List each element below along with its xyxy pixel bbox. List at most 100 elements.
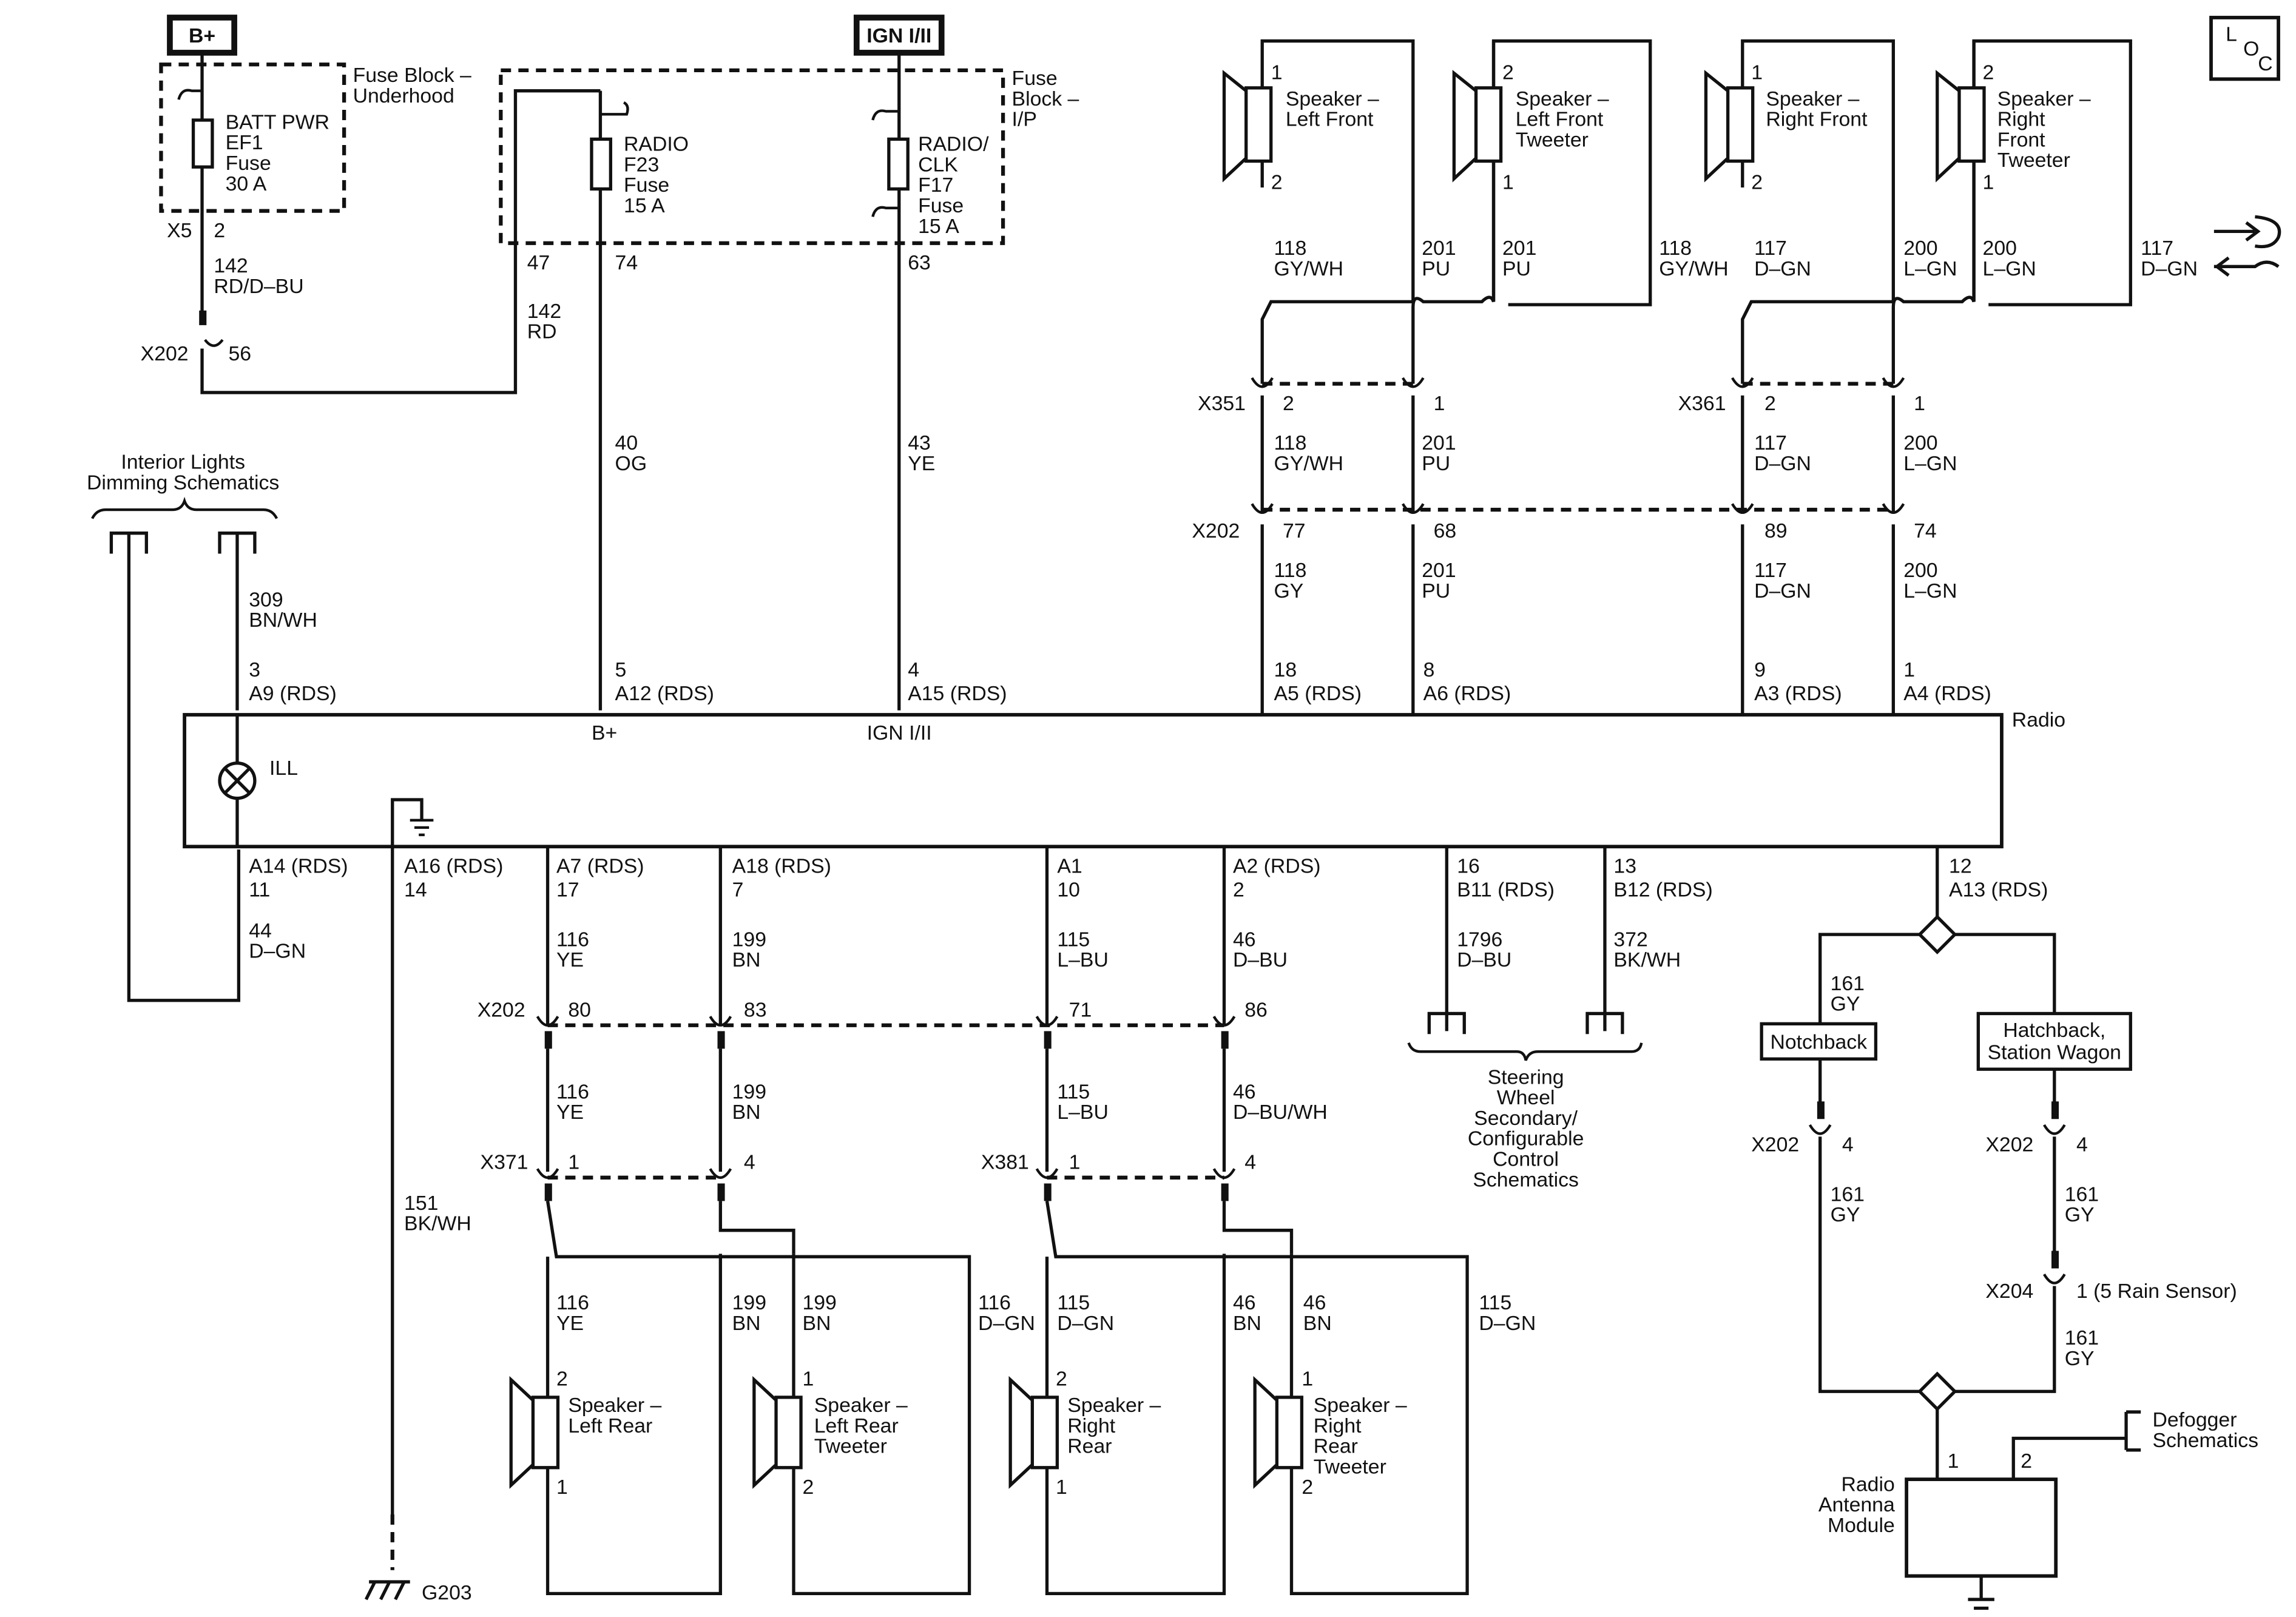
steering-label-4: Configurable: [1468, 1127, 1584, 1150]
pin-47: 47: [527, 251, 550, 274]
antenna-label-3: Module: [1828, 1514, 1895, 1537]
bpin-a7: A7 (RDS): [556, 855, 644, 878]
rpin-18: 18: [1274, 658, 1297, 681]
w46d-num: 46: [1303, 1291, 1326, 1314]
fuse-f23-label-3: Fuse: [624, 174, 669, 197]
antenna-label-2: Antenna: [1818, 1493, 1895, 1516]
steering-label-1: Steering: [1488, 1065, 1564, 1089]
w200c-num: 200: [1903, 431, 1937, 454]
fuse-f17-label-3: F17: [918, 174, 953, 197]
rpin-9: 9: [1754, 658, 1766, 681]
w117b-num: 117: [2141, 237, 2173, 260]
wire-142-color: RD/D–BU: [214, 275, 303, 298]
speaker-left-front-tweeter-icon: [1452, 70, 1503, 183]
w116a-color: YE: [556, 948, 584, 971]
w117d-color: D–GN: [1754, 579, 1811, 603]
fuse-f17: [887, 137, 910, 191]
w161d-num: 161: [2065, 1326, 2099, 1349]
wire-142b-num: 142: [527, 300, 561, 323]
rpin-4: 4: [908, 658, 919, 681]
w116c-color: YE: [556, 1312, 584, 1335]
w201d-color: PU: [1422, 579, 1450, 603]
loc-c: C: [2258, 52, 2272, 75]
fuse-ef1-label-4: 30 A: [226, 172, 267, 195]
connector-x202-c: X202: [478, 998, 525, 1021]
connector-x361: X361: [1678, 392, 1726, 415]
rft-label-2: Right: [1997, 108, 2045, 131]
lft-pin-2: 2: [1502, 61, 1514, 84]
bpin-a14: A14 (RDS): [249, 855, 348, 878]
w118d-color: GY: [1274, 579, 1304, 603]
w115b-color: L–BU: [1057, 1101, 1109, 1124]
w200a-color: L–GN: [1903, 257, 1957, 280]
rpin-a12: A12 (RDS): [615, 682, 714, 705]
w116b-color: YE: [556, 1101, 584, 1124]
speaker-right-rear-icon: [1008, 1376, 1059, 1489]
w201d-num: 201: [1422, 559, 1456, 582]
w116c-num: 116: [556, 1291, 589, 1314]
fuse-ef1-label-1: BATT PWR: [226, 110, 329, 133]
speaker-left-rear-tweeter-icon: [752, 1376, 803, 1489]
rpin-a3: A3 (RDS): [1754, 682, 1842, 705]
radio-bplus: B+: [592, 721, 617, 744]
wire-40-color: OG: [615, 452, 647, 475]
w199a-color: BN: [732, 948, 761, 971]
fuse-f17-label-4: Fuse: [918, 194, 964, 217]
defogger-label-2: Schematics: [2153, 1429, 2259, 1452]
rf-label-1: Speaker –: [1766, 87, 1859, 110]
rrt-label-3: Rear: [1314, 1435, 1358, 1458]
fuse-ef1-label-2: EF1: [226, 131, 263, 154]
rpin-8: 8: [1423, 658, 1435, 681]
option-notchback: Notchback: [1770, 1030, 1867, 1053]
antenna-ground-icon: [1968, 1576, 1994, 1610]
pin-x202-74: 74: [1914, 519, 1937, 542]
bpin-17: 17: [556, 878, 579, 901]
pin-x202-68: 68: [1434, 519, 1457, 542]
w115d-num: 115: [1479, 1291, 1511, 1314]
w200a-num: 200: [1903, 237, 1937, 260]
fuse-ef1-label-3: Fuse: [226, 152, 271, 175]
w115d-color: D–GN: [1479, 1312, 1536, 1335]
w161d-color: GY: [2065, 1347, 2095, 1370]
radio-antenna-module: [1905, 1477, 2058, 1578]
bpin-14: 14: [404, 878, 427, 901]
lrt-label-3: Tweeter: [814, 1435, 887, 1458]
lr-pin-1: 1: [556, 1476, 568, 1499]
pin-x204-1: 1 (5 Rain Sensor): [2076, 1280, 2237, 1303]
pin-x202-80: 80: [568, 998, 591, 1021]
service-info-icon[interactable]: [2213, 215, 2281, 277]
w1796-num: 1796: [1457, 928, 1502, 951]
w199d-color: BN: [802, 1312, 831, 1335]
antenna-circuit: Notchback Hatchback, Station Wagon 161 G…: [1751, 846, 2259, 1610]
w199d-num: 199: [802, 1291, 836, 1314]
rr-label-2: Right: [1067, 1414, 1115, 1437]
pin-x371-4: 4: [744, 1150, 755, 1173]
location-indicator: L O C: [2209, 16, 2280, 81]
w118d-num: 118: [1274, 559, 1307, 582]
rpin-a15: A15 (RDS): [908, 682, 1007, 705]
rpin-a6: A6 (RDS): [1423, 682, 1511, 705]
radio-bottom-pins: A14 (RDS) 11 A16 (RDS) 14 A7 (RDS) 17 A1…: [249, 855, 2048, 902]
radio-unit: Radio B+ IGN I/II ILL: [183, 708, 2065, 849]
pin-63: 63: [908, 251, 931, 274]
bpin-11: 11: [249, 878, 270, 901]
w201a-num: 201: [1422, 237, 1456, 260]
ign-label: IGN I/II: [866, 24, 931, 47]
bpin-a18: A18 (RDS): [732, 855, 831, 878]
w116d-color: D–GN: [978, 1312, 1035, 1335]
speaker-left-rear-icon: [509, 1376, 560, 1489]
w161c-color: GY: [2065, 1203, 2095, 1226]
interior-lights-label-1: Interior Lights: [121, 450, 245, 473]
rft-pin-1: 1: [1983, 170, 1994, 194]
ign-source: IGN I/II: [853, 15, 945, 56]
w118a-color: GY/WH: [1274, 257, 1343, 280]
lft-label-1: Speaker –: [1516, 87, 1609, 110]
lft-label-2: Left Front: [1516, 108, 1604, 131]
bpin-a1: A1: [1057, 855, 1082, 878]
antenna-pin-2: 2: [2021, 1450, 2032, 1473]
w117b-color: D–GN: [2141, 257, 2198, 280]
speaker-left-front-icon: [1222, 70, 1273, 183]
steering-label-3: Secondary/: [1474, 1107, 1578, 1130]
w199c-num: 199: [732, 1291, 766, 1314]
w161a-num: 161: [1831, 972, 1865, 995]
